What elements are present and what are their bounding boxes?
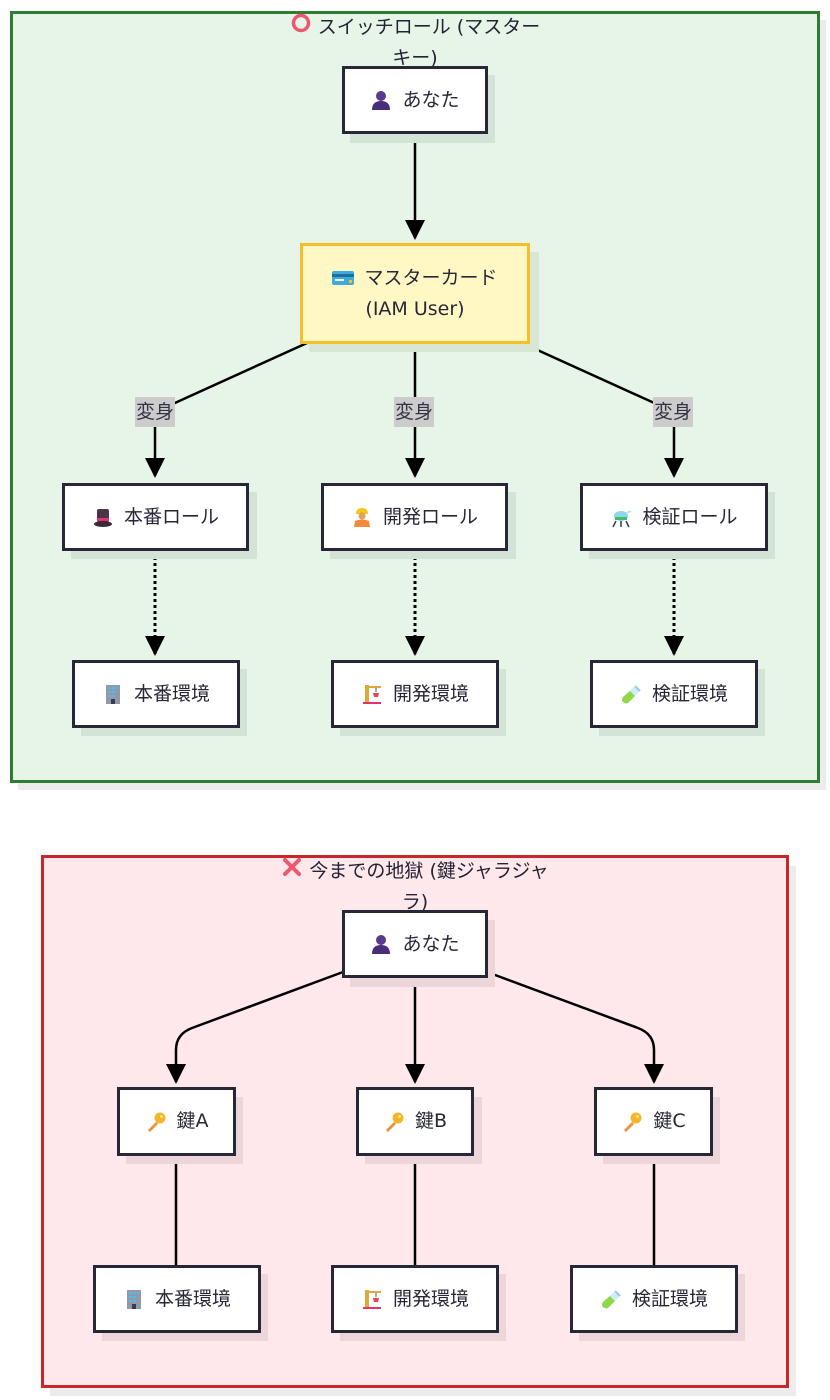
node-label: 検証ロール xyxy=(642,505,738,528)
node-dev-env-top[interactable]: 開発環境 xyxy=(331,660,499,728)
node-test-role[interactable]: 検証ロール xyxy=(580,483,768,551)
bust-in-silhouette-icon xyxy=(370,933,392,955)
node-label-line1: マスターカード xyxy=(364,266,498,289)
credit-card-icon xyxy=(332,270,355,286)
node-prod-role[interactable]: 本番ロール xyxy=(62,483,249,551)
node-prod-env-top[interactable]: 本番環境 xyxy=(72,660,240,728)
node-key-b[interactable]: 鍵B xyxy=(356,1087,474,1156)
bust-in-silhouette-icon xyxy=(370,89,392,111)
node-test-env-top[interactable]: 検証環境 xyxy=(590,660,758,728)
node-label: 開発ロール xyxy=(382,505,478,528)
node-label: 鍵A xyxy=(176,1110,209,1132)
key-icon xyxy=(621,1111,643,1133)
construction-worker-icon xyxy=(351,506,373,528)
node-prod-env-bottom[interactable]: 本番環境 xyxy=(93,1265,261,1333)
edge-you-to-key-c xyxy=(486,970,664,1084)
node-label: 本番環境 xyxy=(154,1287,231,1310)
node-label: あなた xyxy=(402,88,460,111)
edge-label-transform-dev: 変身 xyxy=(394,397,435,427)
edge-label-transform-prod: 変身 xyxy=(135,397,176,427)
node-label: 検証環境 xyxy=(651,682,728,705)
edge-master-to-prod-role xyxy=(145,341,308,478)
node-label: 本番環境 xyxy=(133,682,210,705)
node-key-c[interactable]: 鍵C xyxy=(594,1087,713,1156)
node-label: 開発環境 xyxy=(392,682,469,705)
node-dev-env-bottom[interactable]: 開発環境 xyxy=(331,1265,499,1333)
node-label: 開発環境 xyxy=(392,1287,469,1310)
node-you-bottom[interactable]: あなた xyxy=(342,910,488,978)
alembic-icon xyxy=(610,506,632,528)
cluster-title-line2: ラ) xyxy=(401,891,429,913)
node-label: 鍵B xyxy=(414,1110,448,1132)
node-test-env-bottom[interactable]: 検証環境 xyxy=(570,1265,738,1333)
key-icon xyxy=(145,1111,167,1133)
edge-label-transform-test: 変身 xyxy=(653,397,694,427)
node-label: 検証環境 xyxy=(631,1287,708,1310)
construction-crane-icon xyxy=(361,683,383,705)
edge-you-to-key-a xyxy=(166,970,344,1084)
node-you-top[interactable]: あなた xyxy=(342,66,488,134)
node-dev-role[interactable]: 開発ロール xyxy=(321,483,508,551)
construction-crane-icon xyxy=(361,1288,383,1310)
office-building-icon xyxy=(123,1288,145,1310)
cluster-title-line2: キー) xyxy=(392,47,438,69)
node-label: 鍵C xyxy=(653,1110,686,1132)
switch-role-cluster-title: スイッチロール (マスター キー) xyxy=(265,12,565,74)
test-tube-icon xyxy=(600,1288,622,1310)
hollow-red-circle-icon xyxy=(290,12,312,43)
node-label: あなた xyxy=(402,932,460,955)
old-hell-cluster-title: 今までの地獄 (鍵ジャラジャ ラ) xyxy=(265,856,565,918)
node-label: 本番ロール xyxy=(123,505,219,528)
test-tube-icon xyxy=(620,683,642,705)
cluster-title-line1: スイッチロール (マスター xyxy=(317,16,541,38)
top-hat-icon xyxy=(92,506,114,528)
edge-master-to-test-role xyxy=(521,341,684,478)
node-label-line2: (IAM User) xyxy=(365,297,465,320)
cross-mark-icon xyxy=(281,856,303,887)
node-master-card[interactable]: マスターカード (IAM User) xyxy=(300,243,530,344)
node-key-a[interactable]: 鍵A xyxy=(117,1087,236,1156)
key-icon xyxy=(383,1111,405,1133)
cluster-title-line1: 今までの地獄 (鍵ジャラジャ xyxy=(309,860,549,882)
office-building-icon xyxy=(102,683,124,705)
